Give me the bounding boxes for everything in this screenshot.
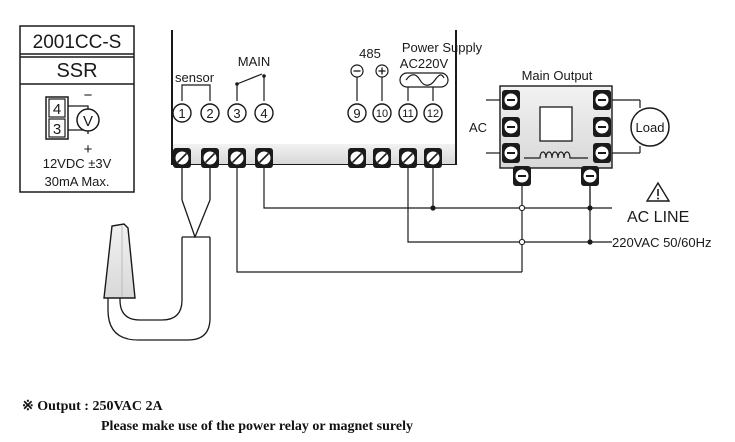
ssr-spec-box: 2001CC-S SSR 4 3 − + V 12VDC ±3V 30mA Ma… (19, 25, 135, 193)
terminal-2-label: 2 (206, 106, 213, 121)
ac-source-symbol (399, 72, 449, 88)
ac-line-spec: 220VAC 50/60Hz (612, 235, 712, 250)
ssr-spec-voltage: 12VDC ±3V (43, 156, 112, 171)
controller-unit: sensor MAIN 485 Power Supply AC220V (171, 30, 483, 169)
rs485-label: 485 (359, 46, 381, 61)
voltmeter-icon (76, 108, 100, 132)
terminal-10-label: 10 (376, 108, 388, 120)
main-output-relay: Main Output (499, 68, 613, 187)
terminal-11-label: 11 (402, 108, 413, 120)
load-label: Load (636, 120, 665, 135)
voltmeter-label: V (83, 113, 93, 130)
terminal-numbers: 1 2 3 4 9 10 11 12 (172, 103, 443, 123)
ssr-pin-4: 4 (53, 101, 61, 118)
terminal-1-label: 1 (178, 106, 185, 121)
terminal-3-label: 3 (233, 106, 240, 121)
sine-wave-icon (405, 74, 445, 86)
sensor-label: sensor (175, 70, 215, 85)
terminal-9-label: 9 (353, 106, 360, 121)
main-output-title: Main Output (522, 68, 593, 83)
coil-symbol (524, 151, 588, 159)
sensor-cable (107, 168, 211, 341)
ac-line-label: AC LINE (627, 209, 689, 226)
power-supply-label: Power Supply (402, 40, 483, 55)
main-output-ac-label: AC (469, 120, 487, 135)
ssr-plus-sign: + (84, 141, 93, 158)
temperature-probe-icon (103, 223, 136, 299)
output-note: ※ Output : 250VAC 2A (22, 399, 163, 414)
ssr-pin-3: 3 (53, 121, 61, 138)
wire-junctions (430, 204, 593, 246)
ac220v-label: AC220V (400, 56, 449, 71)
ssr-spec-current: 30mA Max. (44, 174, 109, 189)
main-relay-label: MAIN (238, 54, 271, 69)
relay-advice-note: Please make use of the power relay or ma… (101, 419, 413, 434)
load-icon (630, 107, 670, 147)
warning-icon (645, 181, 671, 202)
ac-line-wiring (236, 168, 612, 273)
terminal-4-label: 4 (260, 106, 267, 121)
ssr-type-label: SSR (56, 60, 97, 82)
ssr-minus-sign: − (84, 87, 93, 104)
terminal-12-label: 12 (427, 108, 439, 120)
ssr-model-label: 2001CC-S (33, 32, 122, 53)
